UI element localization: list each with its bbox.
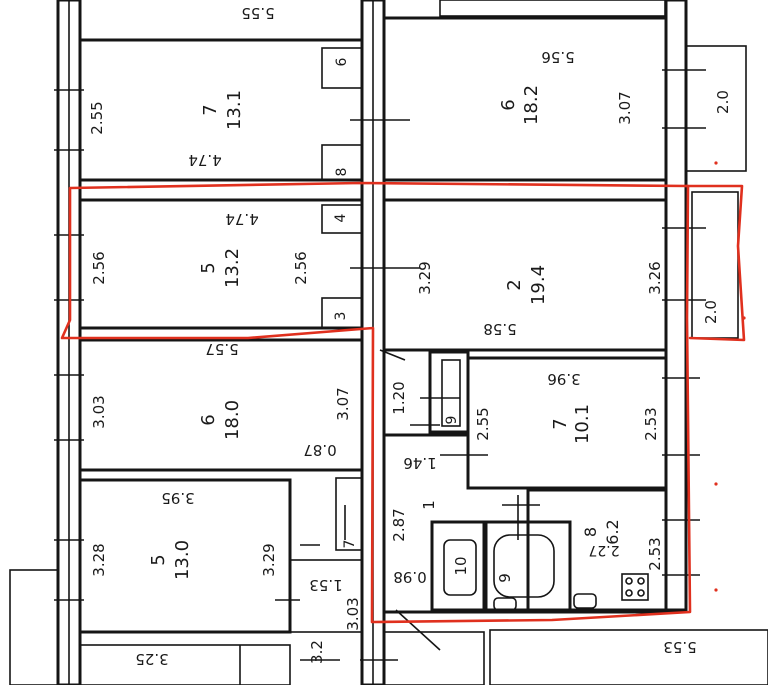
closet-7-low: 7 bbox=[342, 540, 358, 549]
room-5-mid-number: 5 bbox=[198, 262, 219, 273]
room-2-number: 2 bbox=[504, 279, 525, 290]
room-5-mid-area: 13.2 bbox=[222, 248, 243, 288]
room-6-mid-area: 18.0 bbox=[222, 400, 243, 440]
room-7-top-width: 4.74 bbox=[188, 151, 221, 169]
room-5-low-area: 13.0 bbox=[172, 540, 193, 580]
room-2-height-right: 3.26 bbox=[646, 261, 664, 294]
hall-height: 2.87 bbox=[390, 508, 408, 541]
room-5-low-width: 3.95 bbox=[161, 489, 194, 507]
closet-4: 4 bbox=[333, 213, 349, 222]
balcony-top-dim: 2.0 bbox=[714, 90, 732, 114]
stove-icon bbox=[621, 573, 649, 601]
kitchen-height: 2.53 bbox=[646, 537, 664, 570]
room-7-mid-width: 3.96 bbox=[547, 370, 580, 388]
closet-1-53: 1.53 bbox=[309, 576, 342, 594]
hall-bottom-width: 0.98 bbox=[393, 568, 426, 586]
room-7-top-area: 13.1 bbox=[224, 90, 245, 130]
right-facade-wall bbox=[664, 0, 688, 612]
closet-6-top: 6 bbox=[334, 57, 350, 66]
room-5-low-height-left: 3.28 bbox=[90, 543, 108, 576]
low-right-width: 5.53 bbox=[663, 638, 696, 656]
room-2-area: 19.4 bbox=[528, 265, 549, 305]
room-5-mid-width: 4.74 bbox=[225, 210, 258, 228]
room-5-mid-height-left: 2.56 bbox=[90, 251, 108, 284]
room-6-top-height: 3.07 bbox=[616, 91, 634, 124]
room-7-mid-area: 10.1 bbox=[572, 404, 593, 444]
room-6-top-number: 6 bbox=[498, 99, 519, 110]
kitchen-sink-icon bbox=[573, 593, 597, 609]
room-6-mid-height-left: 3.03 bbox=[90, 395, 108, 428]
room-7-top-height: 2.55 bbox=[88, 101, 106, 134]
right-windows bbox=[662, 69, 706, 576]
room-6-mid-small-dim: 0.87 bbox=[303, 441, 336, 459]
room-2-height-left: 3.29 bbox=[416, 261, 434, 294]
balcony-mid-dim: 2.0 bbox=[702, 300, 720, 324]
closet-3: 3 bbox=[333, 312, 349, 321]
room-labels: 5.55 7 13.1 2.55 4.74 6 8 6 18.2 5.56 3.… bbox=[88, 4, 732, 668]
room-7-top-number: 7 bbox=[200, 104, 221, 115]
room-6-top-width: 5.56 bbox=[541, 48, 574, 66]
walls bbox=[9, 0, 768, 685]
room-5-low-number: 5 bbox=[148, 554, 169, 565]
room-7-mid-height-left: 2.55 bbox=[474, 407, 492, 440]
sink-icon bbox=[493, 597, 517, 611]
room-7-mid-number: 7 bbox=[550, 418, 571, 429]
closet-8-top: 8 bbox=[334, 168, 350, 177]
bathtub-icon bbox=[493, 534, 555, 598]
low-room-width: 3.25 bbox=[135, 650, 168, 668]
low-closet: 3.2 bbox=[308, 640, 326, 664]
wc-number: 10 bbox=[452, 556, 470, 575]
toilet-icon bbox=[443, 539, 477, 596]
closet-3-03: 3.03 bbox=[344, 597, 362, 630]
top-room-dim: 5.55 bbox=[241, 4, 274, 22]
kitchen-area: 6.2 bbox=[603, 519, 622, 544]
kitchen-number: 8 bbox=[581, 527, 600, 537]
kitchen-width: 2.27 bbox=[588, 542, 619, 558]
room-6-mid-height-right: 3.07 bbox=[334, 387, 352, 420]
room-2-width: 5.58 bbox=[483, 320, 516, 338]
room-5-mid-height-right: 2.56 bbox=[292, 251, 310, 284]
room-6-top-area: 18.2 bbox=[521, 85, 542, 125]
room-7-mid-height-right: 2.53 bbox=[642, 407, 660, 440]
bath-number: 9 bbox=[496, 573, 514, 583]
storage-dim: 1.20 bbox=[390, 381, 408, 414]
doors bbox=[239, 119, 540, 685]
room-5-low-height-right: 3.29 bbox=[260, 543, 278, 576]
room-6-mid-width: 5.57 bbox=[205, 340, 238, 358]
storage-number: 9 bbox=[444, 416, 460, 425]
hall-width: 1.46 bbox=[403, 454, 436, 472]
highlight-outline bbox=[60, 161, 746, 624]
hall-number: 1 bbox=[420, 500, 438, 510]
room-6-mid-number: 6 bbox=[198, 414, 219, 425]
fixtures bbox=[443, 534, 649, 611]
